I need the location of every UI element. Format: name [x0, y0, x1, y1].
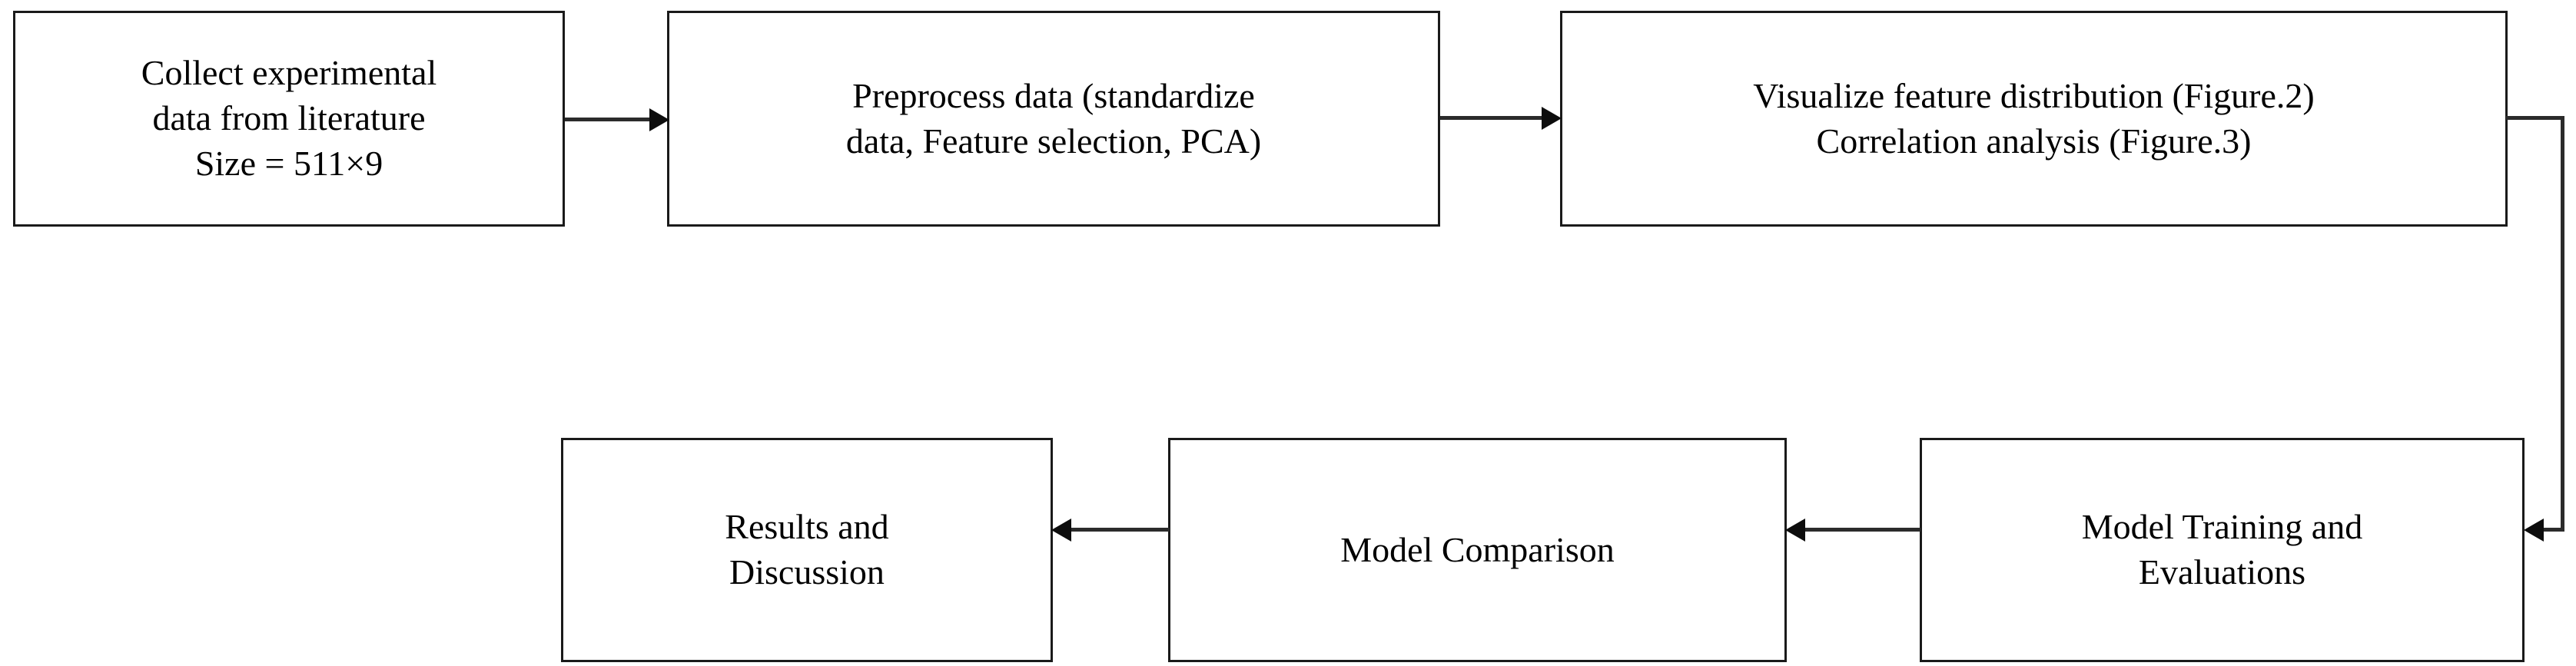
connector-training-to-comparison: [1805, 528, 1920, 532]
arrowhead-visualize-to-training-icon: [2524, 519, 2544, 542]
arrowhead-collect-to-preprocess-icon: [649, 108, 669, 131]
node-visualize-correlate-label: Visualize feature distribution (Figure.2…: [1753, 75, 2315, 161]
node-results-discussion[interactable]: Results and Discussion: [561, 438, 1053, 662]
node-model-training-label: Model Training and Evaluations: [2081, 507, 2363, 591]
arrowhead-training-to-comparison-icon: [1785, 519, 1805, 542]
node-results-discussion-label: Results and Discussion: [725, 507, 889, 591]
node-model-training[interactable]: Model Training and Evaluations: [1920, 438, 2525, 662]
arrowhead-comparison-to-results-icon: [1051, 519, 1071, 542]
node-preprocess-data-label: Preprocess data (standardize data, Featu…: [845, 75, 1262, 161]
node-preprocess-data[interactable]: Preprocess data (standardize data, Featu…: [667, 11, 1440, 227]
node-collect-data-label: Collect experimental data from literatur…: [141, 53, 437, 183]
connector-visualize-to-training-bottom: [2544, 528, 2562, 532]
node-model-comparison[interactable]: Model Comparison: [1168, 438, 1787, 662]
connector-comparison-to-results: [1071, 528, 1170, 532]
node-model-comparison-label: Model Comparison: [1340, 529, 1615, 569]
connector-visualize-to-training-top: [2506, 116, 2564, 120]
connector-preprocess-to-visualize: [1440, 116, 1543, 120]
connector-collect-to-preprocess: [565, 118, 651, 121]
connector-visualize-to-training-right: [2561, 116, 2564, 532]
node-collect-data[interactable]: Collect experimental data from literatur…: [13, 11, 565, 227]
arrowhead-preprocess-to-visualize-icon: [1542, 107, 1562, 130]
node-visualize-correlate[interactable]: Visualize feature distribution (Figure.2…: [1560, 11, 2508, 227]
